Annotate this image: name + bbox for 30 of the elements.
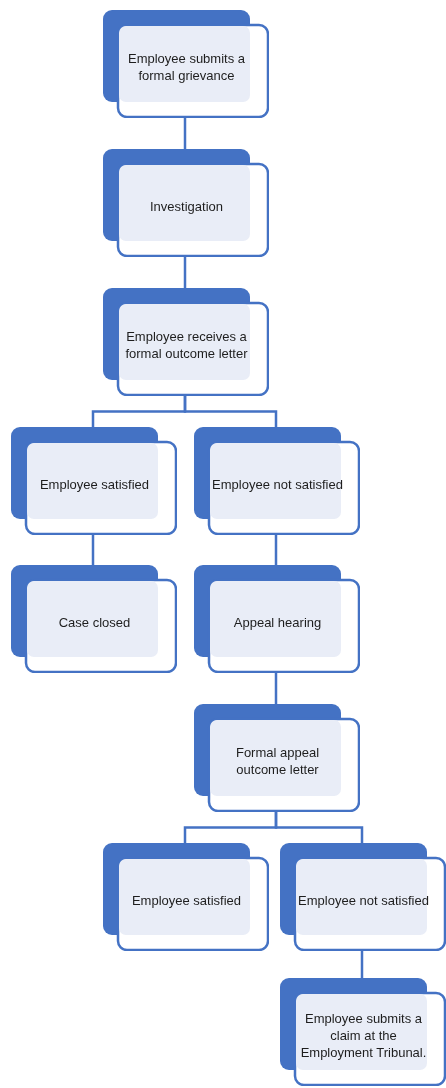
box-label: Investigation (150, 197, 223, 215)
process-box (280, 978, 446, 1086)
connector-line (183, 396, 278, 427)
box-label: Employee submits a claim at the Employment Tribunal. (299, 1009, 428, 1061)
process-box (11, 427, 177, 535)
box-label: Employee receives a formal outcome letter (124, 328, 249, 362)
connector-line (183, 257, 187, 288)
box-label: Employee not satisfied (298, 891, 429, 909)
connector-line (274, 673, 278, 704)
box-label: Formal appeal outcome letter (234, 744, 321, 778)
process-box (194, 427, 360, 535)
box-label: Employee not satisfied (212, 475, 343, 493)
process-box (103, 288, 269, 396)
process-box (103, 149, 269, 257)
process-box (194, 565, 360, 673)
box-label: Employee satisfied (131, 891, 242, 909)
process-box (103, 10, 269, 118)
connector-line (274, 535, 278, 565)
process-box (103, 843, 269, 951)
connector-line (183, 118, 187, 149)
connector-line (91, 535, 95, 565)
process-box (11, 565, 177, 673)
process-box (194, 704, 360, 812)
box-label: Employee submits a formal grievance (126, 50, 247, 84)
box-label: Appeal hearing (233, 613, 322, 631)
connector-line (274, 812, 364, 843)
connector-line (360, 951, 364, 978)
process-box (280, 843, 446, 951)
box-label: Employee satisfied (39, 475, 150, 493)
box-label: Case closed (58, 613, 131, 631)
